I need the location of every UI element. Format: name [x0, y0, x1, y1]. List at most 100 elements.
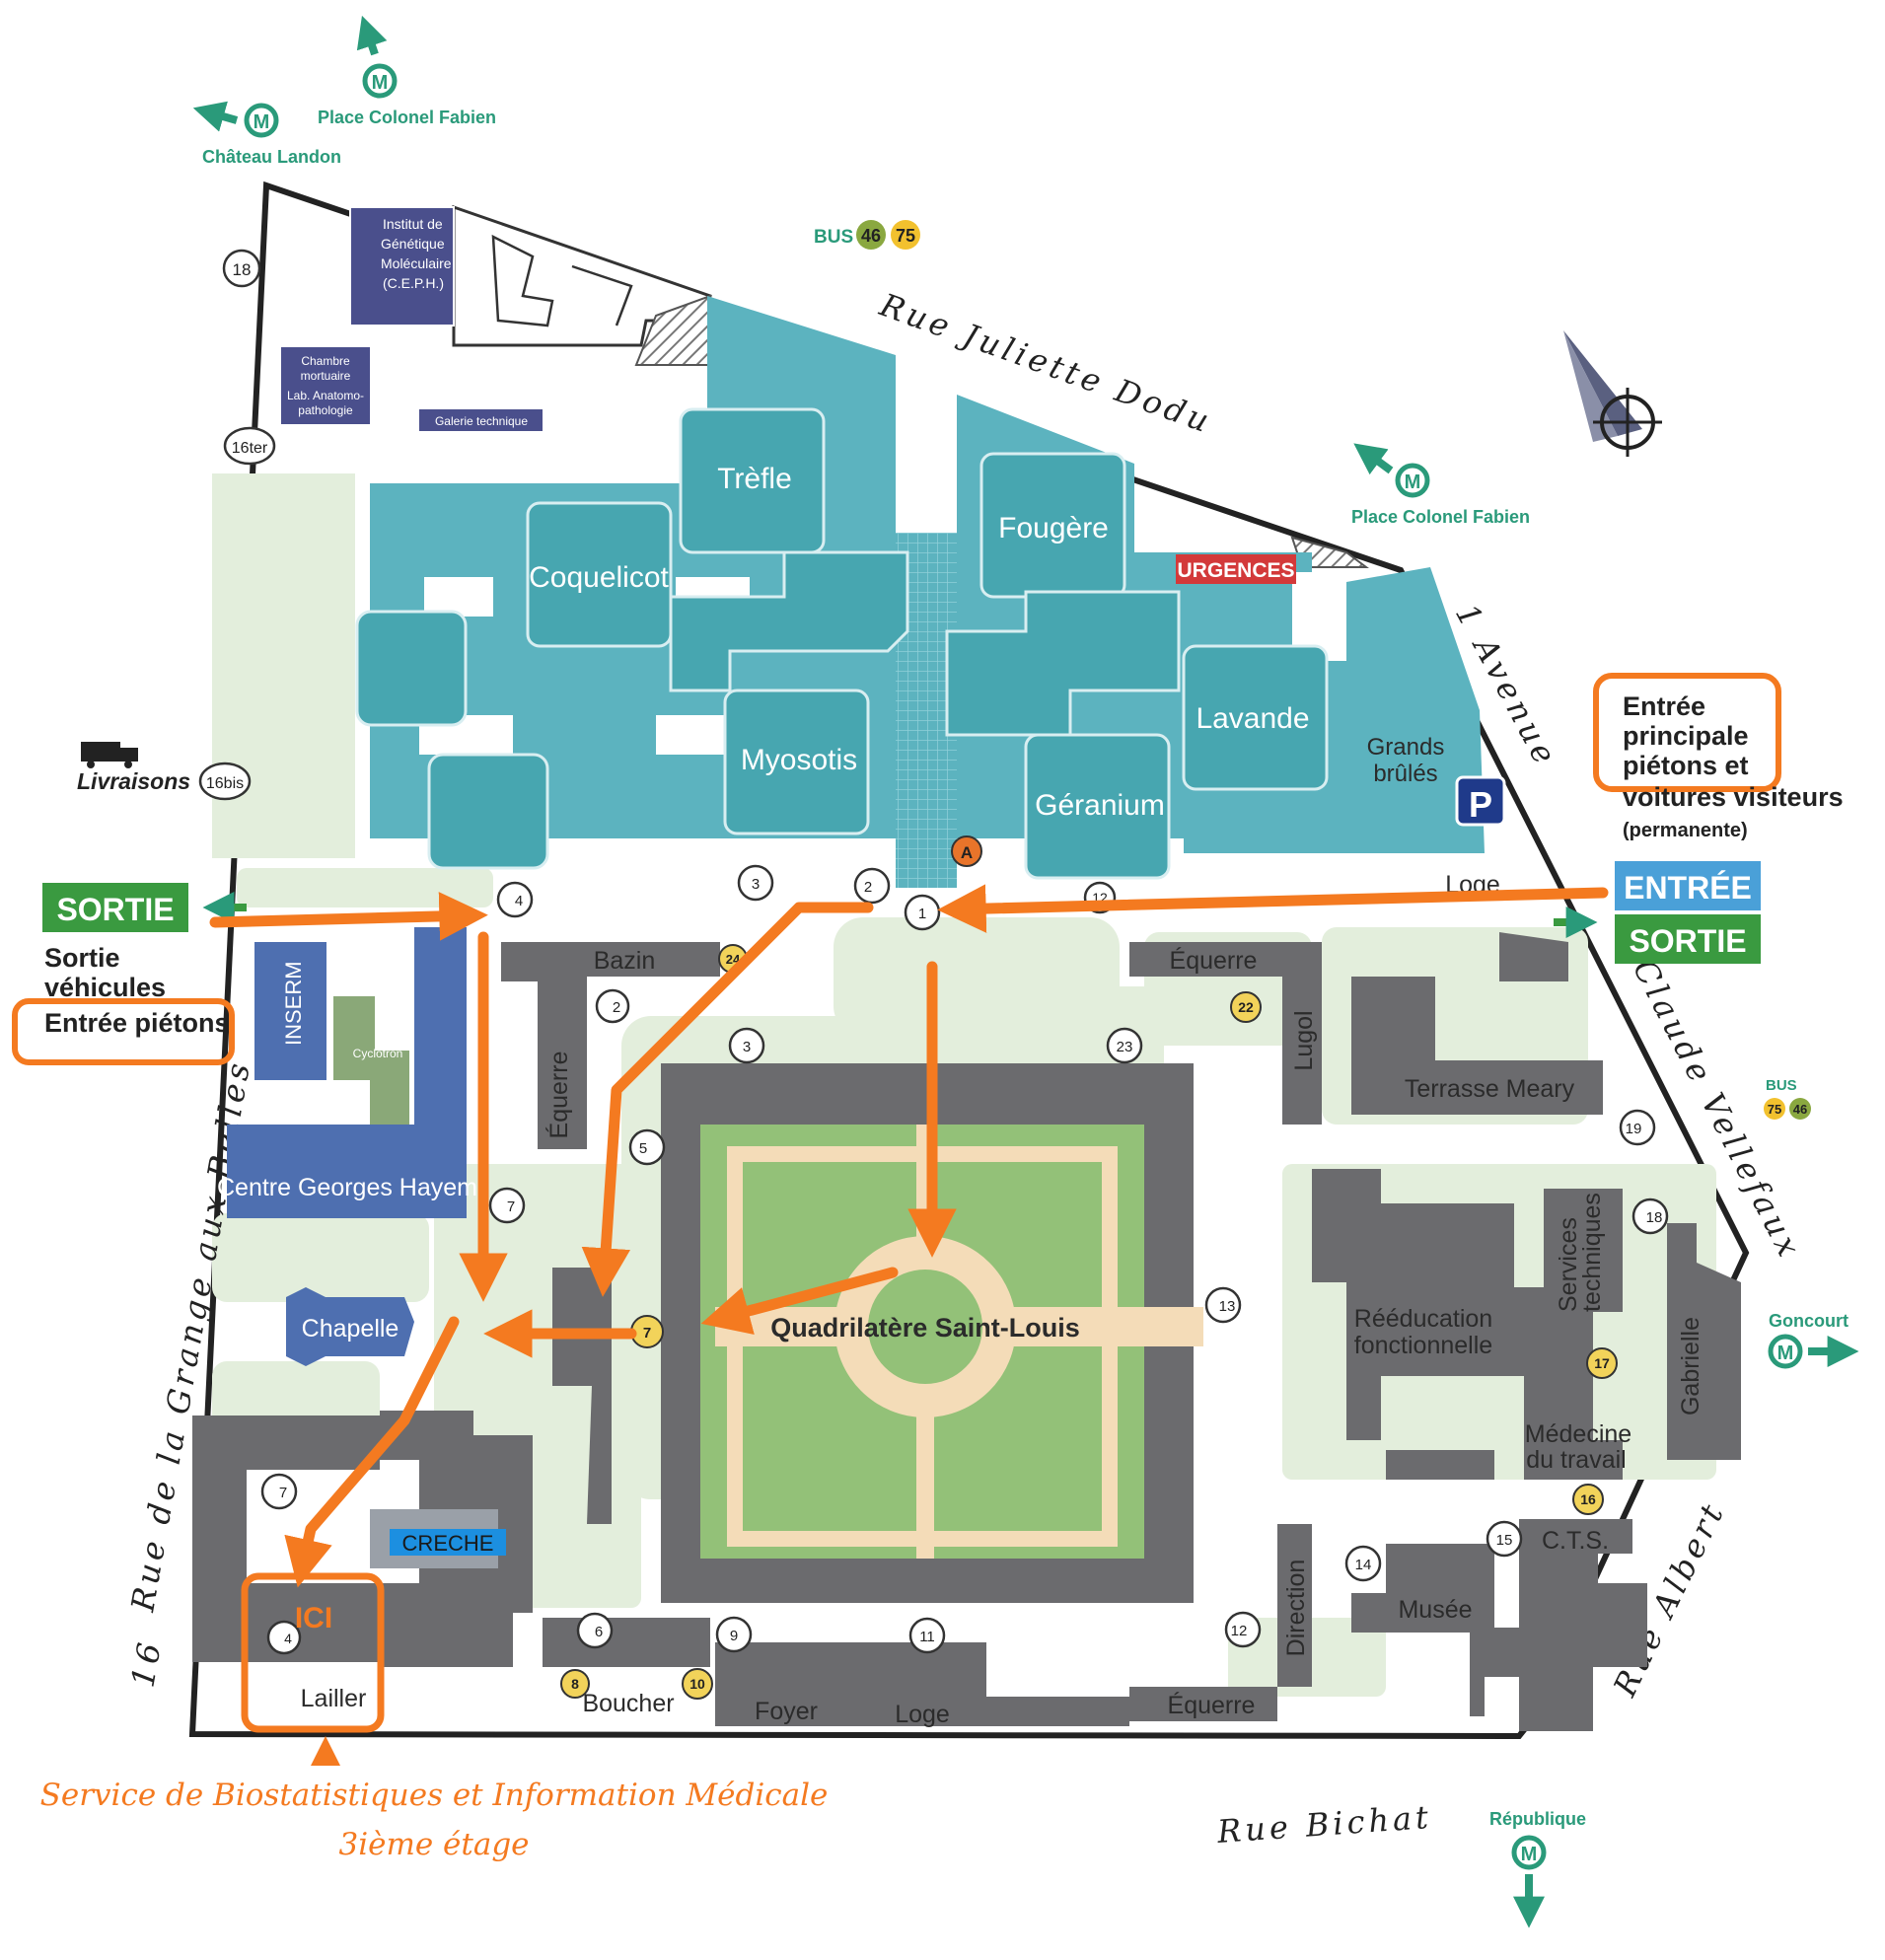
- institut-genetique: Institut de Génétique Moléculaire (C.E.P…: [349, 206, 455, 327]
- gate-markers: 18 16ter 16bis 4 3 2 1 12 24 2 22 3 23 5…: [198, 249, 1669, 1700]
- svg-text:M: M: [1405, 472, 1421, 493]
- svg-text:CRECHE: CRECHE: [402, 1531, 494, 1556]
- svg-text:ENTRÉE: ENTRÉE: [1624, 870, 1752, 906]
- building-boucher: Boucher: [582, 1690, 674, 1717]
- building-cyclotron: Cyclotron: [353, 1047, 403, 1060]
- svg-text:14: 14: [1355, 1557, 1372, 1573]
- compass-icon: [1563, 330, 1662, 457]
- label-entree-principale-2: principale: [1623, 721, 1749, 751]
- building-reeducation-2: fonctionnelle: [1354, 1332, 1492, 1359]
- urgences-badge: URGENCES: [1176, 554, 1296, 584]
- svg-text:Chambre: Chambre: [301, 354, 350, 368]
- svg-text:5: 5: [639, 1140, 647, 1157]
- svg-text:SORTIE: SORTIE: [56, 892, 174, 927]
- building-fougere: Fougère: [998, 512, 1109, 544]
- street-number-16: 16: [123, 1636, 169, 1691]
- svg-text:M: M: [1777, 1343, 1794, 1364]
- svg-text:A: A: [961, 843, 973, 862]
- svg-text:46: 46: [1793, 1102, 1807, 1117]
- building-inserm: INSERM: [281, 961, 306, 1046]
- building-myosotis: Myosotis: [741, 744, 857, 776]
- svg-text:9: 9: [730, 1628, 738, 1644]
- svg-text:19: 19: [1626, 1121, 1642, 1137]
- svg-text:Galerie technique: Galerie technique: [435, 414, 528, 428]
- svg-text:8: 8: [571, 1676, 579, 1692]
- building-services-techniques: Services: [1555, 1217, 1582, 1312]
- quadrilatere-garden: [700, 1125, 1203, 1559]
- svg-text:10: 10: [689, 1676, 705, 1692]
- route-arrows: [209, 884, 1609, 1588]
- metro-republique: République: [1489, 1809, 1586, 1829]
- building-grands-brules: Grands: [1367, 734, 1445, 761]
- svg-text:2: 2: [864, 879, 872, 896]
- svg-text:M: M: [372, 72, 389, 94]
- sortie-right-badge: SORTIE: [1554, 907, 1761, 964]
- svg-text:7: 7: [643, 1325, 651, 1342]
- svg-text:18: 18: [233, 260, 252, 279]
- bus-top: BUS 46 75: [814, 220, 920, 250]
- entree-pietons-frame: [12, 998, 235, 1065]
- svg-text:1: 1: [918, 906, 926, 922]
- svg-text:Lab. Anatomo-: Lab. Anatomo-: [287, 389, 364, 402]
- label-permanente: (permanente): [1623, 820, 1748, 841]
- building-trefle: Trèfle: [717, 463, 792, 495]
- svg-text:2: 2: [613, 999, 620, 1016]
- svg-text:7: 7: [279, 1485, 287, 1501]
- svg-text:12: 12: [1231, 1623, 1248, 1639]
- svg-text:mortuaire: mortuaire: [301, 369, 351, 383]
- svg-text:M: M: [254, 111, 270, 133]
- chambre-mortuaire: Chambre mortuaire Lab. Anatomo- patholog…: [281, 347, 370, 424]
- entree-right-badge: ENTRÉE: [1615, 861, 1761, 910]
- building-gabrielle: Gabrielle: [1677, 1317, 1704, 1416]
- ici-frame: [241, 1572, 385, 1733]
- svg-text:6: 6: [595, 1624, 603, 1640]
- building-geranium: Géranium: [1035, 789, 1165, 822]
- metro-goncourt: Goncourt: [1769, 1311, 1849, 1331]
- building-coquelicot: Coquelicot: [529, 561, 669, 594]
- label-sortie-vehicules: Sortie: [44, 943, 120, 973]
- svg-text:22: 22: [1238, 999, 1254, 1015]
- svg-text:16: 16: [1580, 1491, 1596, 1507]
- building-grands-brules-2: brûlés: [1373, 761, 1437, 787]
- building-equerre-west: Équerre: [544, 1052, 573, 1139]
- building-medecine-travail: Médecine: [1525, 1420, 1631, 1448]
- label-service: Service de Biostatistiques et Informatio…: [40, 1778, 829, 1813]
- building-medecine-travail-2: du travail: [1526, 1446, 1626, 1474]
- svg-text:BUS: BUS: [1766, 1077, 1797, 1094]
- blue-buildings: [227, 927, 467, 1366]
- svg-text:Génétique: Génétique: [381, 236, 445, 252]
- label-ici: ICI: [295, 1602, 332, 1634]
- metro-markers: M M M M M: [192, 15, 1859, 1928]
- creche: CRECHE: [370, 1509, 506, 1568]
- building-equerre-ne: Équerre: [1170, 946, 1258, 975]
- building-terrasse-meary: Terrasse Meary: [1405, 1075, 1575, 1103]
- label-sortie-vehicules-2: véhicules: [44, 973, 166, 1002]
- svg-text:13: 13: [1219, 1298, 1236, 1315]
- svg-text:Institut de: Institut de: [383, 216, 443, 232]
- svg-text:75: 75: [1768, 1102, 1781, 1117]
- building-quadrilatere: Quadrilatère Saint-Louis: [770, 1313, 1080, 1343]
- building-bazin: Bazin: [594, 947, 656, 975]
- street-rue-bichat: Rue Bichat: [1215, 1798, 1433, 1851]
- ici-pointer-icon: [311, 1736, 340, 1766]
- svg-text:23: 23: [1117, 1039, 1133, 1055]
- svg-text:18: 18: [1646, 1209, 1663, 1226]
- building-foyer: Foyer: [755, 1698, 818, 1725]
- svg-text:17: 17: [1594, 1355, 1610, 1371]
- galerie-technique: Galerie technique: [419, 409, 543, 431]
- label-entree-principale: Entrée: [1623, 691, 1705, 721]
- svg-text:SORTIE: SORTIE: [1629, 923, 1746, 959]
- building-loge-south: Loge: [895, 1701, 950, 1728]
- metro-place-colonel-fabien-right: Place Colonel Fabien: [1351, 507, 1530, 527]
- pavilion-tiles: [355, 407, 1329, 880]
- label-entree-principale-3: piétons et: [1623, 751, 1749, 780]
- building-cts: C.T.S.: [1542, 1527, 1609, 1555]
- svg-text:16ter: 16ter: [232, 440, 268, 457]
- svg-text:4: 4: [284, 1631, 292, 1646]
- building-direction: Direction: [1282, 1560, 1310, 1657]
- label-etage: 3ième étage: [338, 1827, 529, 1862]
- bus-right: BUS 75 46: [1764, 1077, 1811, 1120]
- svg-text:Moléculaire: Moléculaire: [381, 255, 452, 271]
- parking-icon: P: [1455, 775, 1506, 827]
